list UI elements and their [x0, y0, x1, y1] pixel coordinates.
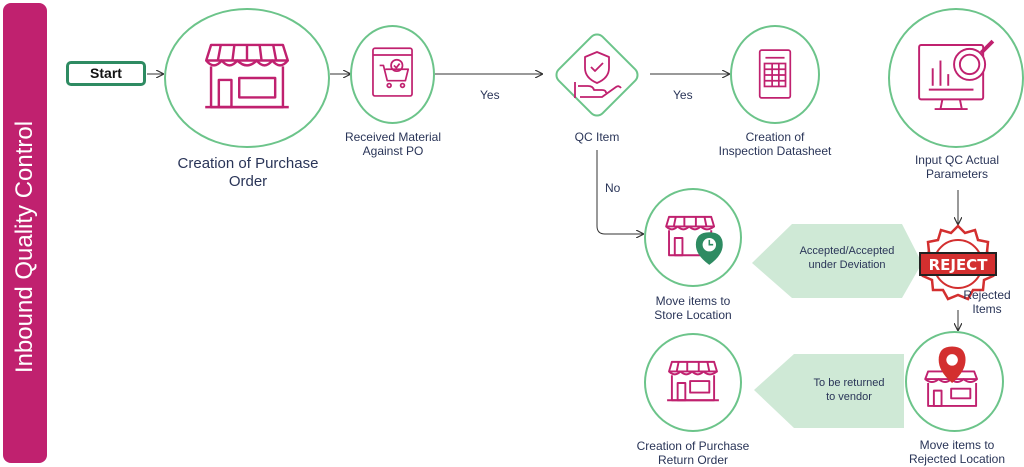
monitor-chart-search-icon — [918, 39, 995, 111]
returned-band-arrow — [754, 354, 904, 428]
rejected-location-label: Move items to Rejected Location — [908, 438, 1006, 466]
input-qc-node — [888, 8, 1024, 148]
edge-label-no: No — [605, 181, 621, 195]
edge-qc-no-to-store — [596, 150, 643, 234]
rejected-items-label: Rejected Items — [963, 288, 1011, 316]
shield-hand-icon — [574, 51, 622, 98]
start-node: Start — [66, 61, 146, 86]
inspection-datasheet-node — [730, 25, 820, 124]
purchase-order-label: Creation of Purchase Order — [177, 155, 319, 190]
return-order-label: Creation of Purchase Return Order — [636, 439, 750, 467]
inspection-datasheet-label: Creation of Inspection Datasheet — [718, 130, 832, 158]
reject-stamp: REJECT — [919, 224, 997, 301]
storefront-icon — [667, 360, 719, 402]
received-material-node — [350, 25, 435, 124]
returned-band-label: To be returned to vendor — [813, 377, 885, 403]
accepted-band-arrow — [752, 224, 922, 298]
store-location-label: Move items to Store Location — [654, 294, 732, 322]
received-material-label: Received Material Against PO — [344, 130, 442, 158]
datasheet-icon — [758, 49, 792, 99]
purchase-order-node — [164, 8, 330, 148]
storefront-icon — [204, 43, 290, 109]
shopping-cart-check-icon — [372, 47, 413, 97]
accepted-band-label: Accepted/Accepted under Deviation — [799, 245, 895, 271]
store-location-pin-icon — [665, 215, 723, 265]
qc-item-node — [555, 33, 639, 117]
sidebar-banner: Inbound Quality Control — [3, 3, 47, 463]
input-qc-label: Input QC Actual Parameters — [914, 153, 1000, 181]
store-location-node — [644, 188, 742, 287]
qc-item-label: QC Item — [574, 130, 620, 144]
edge-label-yes-2: Yes — [673, 88, 693, 102]
reject-stamp-icon: REJECT — [919, 224, 997, 301]
rejected-location-node — [905, 331, 1004, 432]
store-red-pin-icon — [924, 346, 979, 407]
reject-stamp-text: REJECT — [929, 256, 989, 274]
edge-label-yes-1: Yes — [480, 88, 500, 102]
return-order-node — [644, 333, 742, 432]
